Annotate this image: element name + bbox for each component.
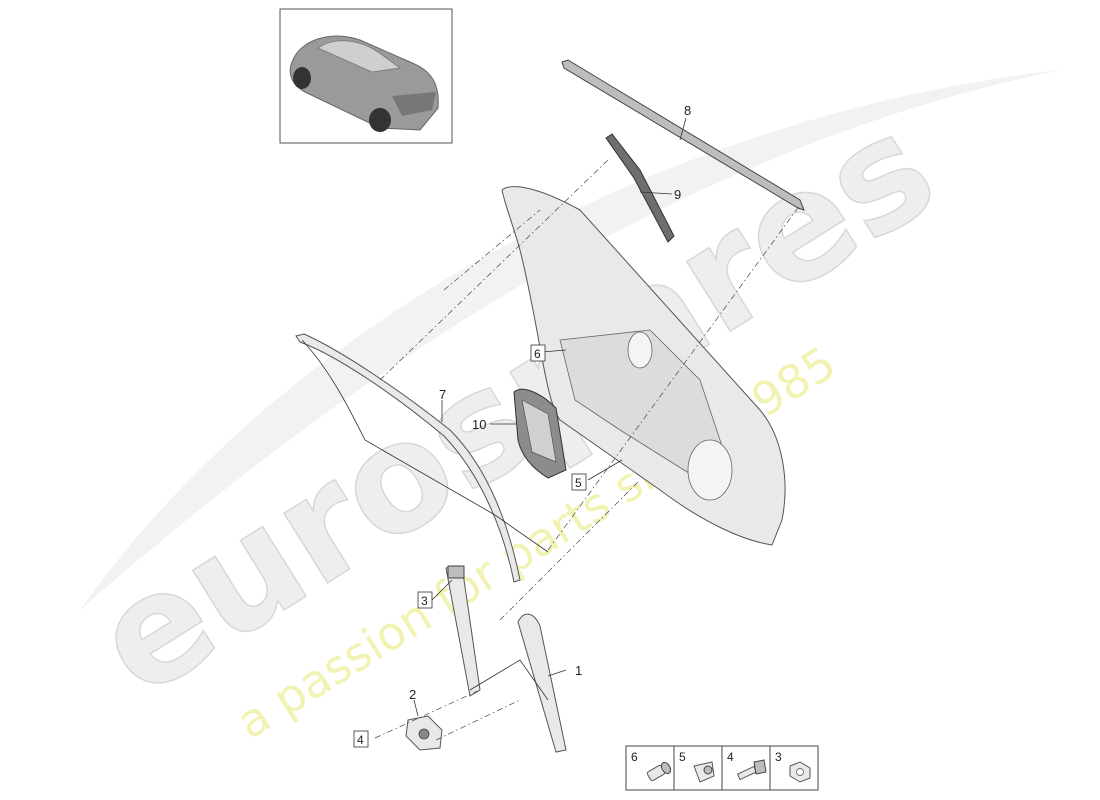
callout-8: 8 xyxy=(684,103,691,118)
leader-lines xyxy=(413,117,687,717)
boxed-callouts: 3 4 5 6 xyxy=(353,344,587,748)
boxed-ref-3: 3 xyxy=(421,594,428,608)
car-icon xyxy=(289,35,439,132)
door-speaker-opening xyxy=(687,439,733,501)
window-seal-outer xyxy=(295,333,521,583)
regulator-cable xyxy=(469,659,549,701)
boxed-ref-6: 6 xyxy=(534,347,541,361)
boxed-ref-3-frame xyxy=(417,591,433,609)
regulator-motor xyxy=(405,715,443,751)
door-handle-opening xyxy=(627,331,653,369)
trim-strip xyxy=(561,59,805,211)
fastener-legend: 6 5 4 3 xyxy=(625,745,819,791)
plug-icon xyxy=(693,761,715,783)
callout-10: 10 xyxy=(472,417,486,432)
callout-labels: 1 2 7 8 9 10 xyxy=(409,103,691,702)
boxed-ref-5: 5 xyxy=(575,476,582,490)
regulator-rail-rear xyxy=(517,613,567,753)
legend-label-5: 5 xyxy=(679,750,686,764)
vehicle-thumbnail xyxy=(279,8,453,144)
callout-2: 2 xyxy=(409,687,416,702)
window-regulator xyxy=(445,565,567,753)
callout-9: 9 xyxy=(674,187,681,202)
regulator-clip xyxy=(447,565,465,579)
boxed-ref-6-frame xyxy=(530,344,546,362)
boxed-ref-4: 4 xyxy=(357,733,364,747)
callout-7: 7 xyxy=(439,387,446,402)
boxed-ref-4-frame xyxy=(353,730,369,748)
callout-1: 1 xyxy=(575,663,582,678)
stud-icon xyxy=(646,761,672,782)
pillar-trim xyxy=(605,133,675,243)
window-seal-inner xyxy=(301,339,549,553)
door-panel xyxy=(501,186,786,546)
nut-icon xyxy=(789,761,811,783)
legend-label-4: 4 xyxy=(727,750,734,764)
legend-label-3: 3 xyxy=(775,750,782,764)
bolt-icon xyxy=(736,759,767,781)
assembly-lines xyxy=(374,159,801,741)
legend-label-6: 6 xyxy=(631,750,638,764)
boxed-ref-5-frame xyxy=(571,473,587,491)
